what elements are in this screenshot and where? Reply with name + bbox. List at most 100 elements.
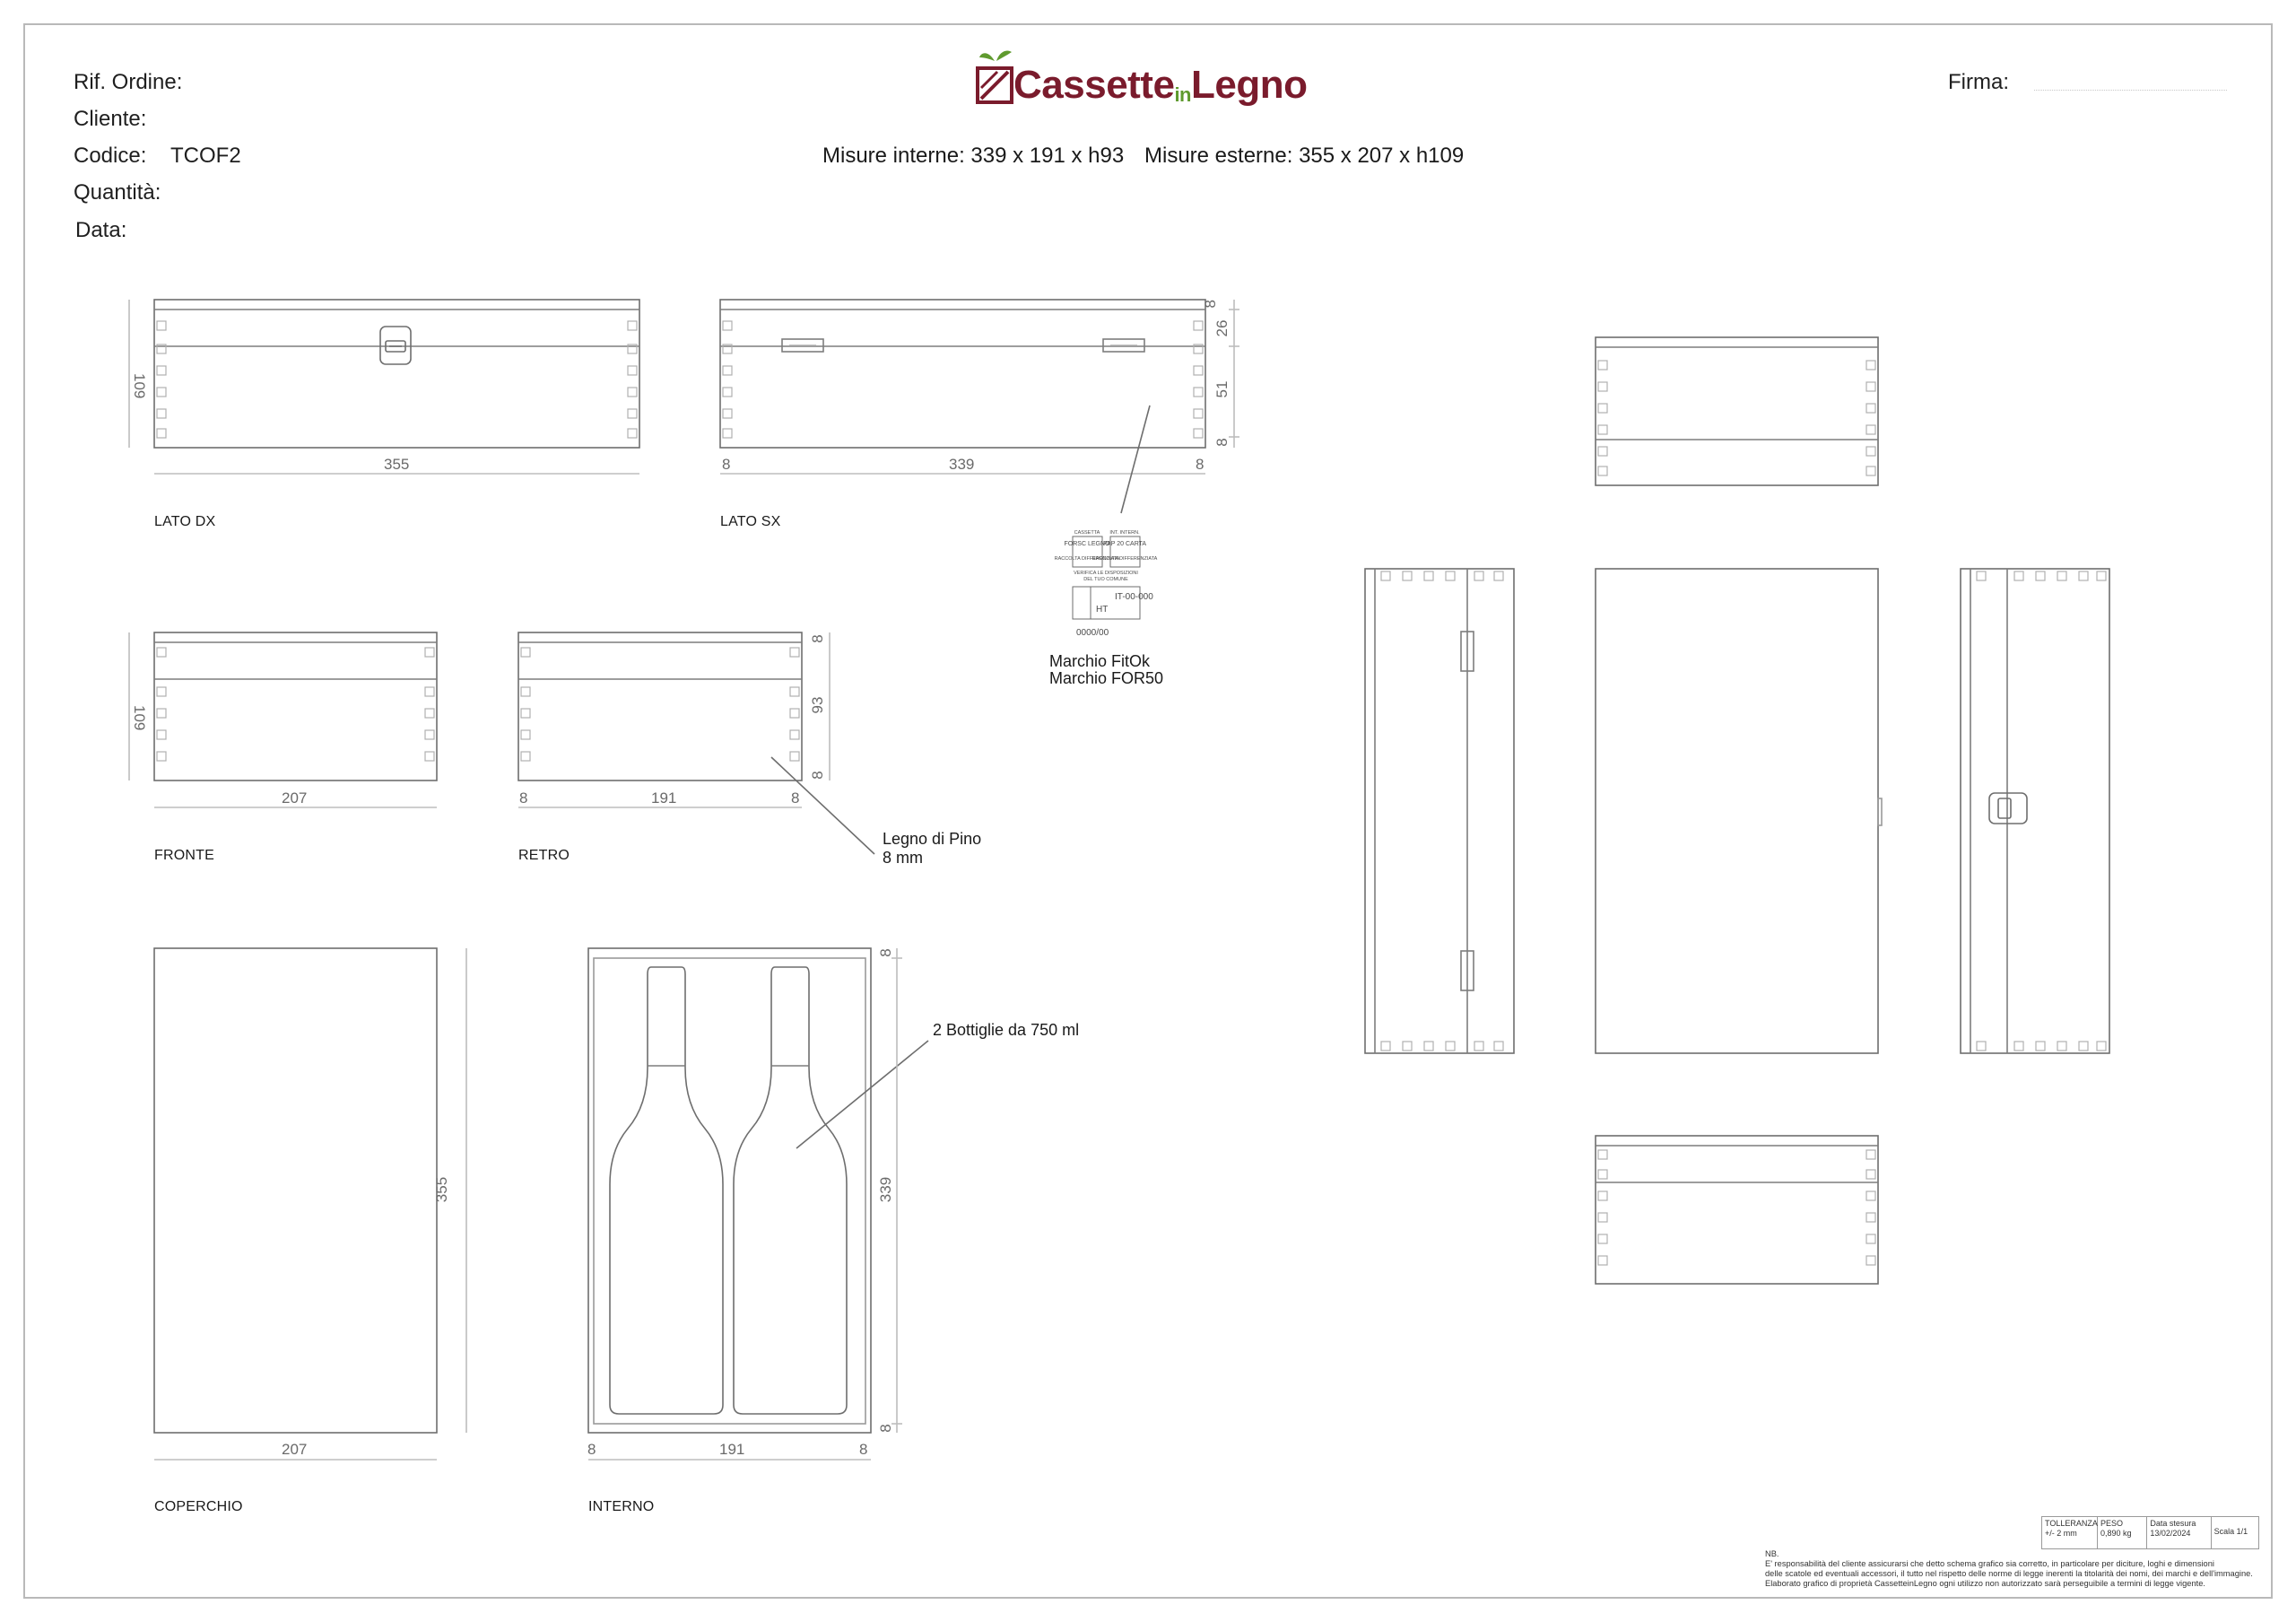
data-stesura-label: Data stesura [2150, 1519, 2196, 1528]
retro-dim-mid: 191 [651, 789, 676, 807]
stamp-b2: PAP 20 CARTA [1103, 541, 1146, 547]
coperchio-height-dim: 355 [433, 1177, 450, 1202]
latch-icon [1988, 792, 2028, 824]
data-stesura-cell: Data stesura 13/02/2024 [2147, 1517, 2212, 1548]
retro-dim-left: 8 [519, 789, 527, 807]
callout-marchio-for50: Marchio FOR50 [1049, 669, 1164, 687]
interno-vdim-1: 8 [877, 948, 894, 956]
view-label-lato-dx: LATO DX [154, 514, 216, 529]
lato-dx-width-dim: 355 [384, 456, 409, 473]
lato-sx-vdim-2: 26 [1213, 320, 1231, 337]
lato-sx-vdim-3: 51 [1213, 381, 1231, 398]
net-bottom-panel [1595, 1135, 1879, 1285]
view-coperchio [153, 947, 467, 1461]
interno-dim-right: 8 [859, 1441, 867, 1458]
net-center-panel [1595, 568, 1883, 1054]
hinge-icon [1460, 950, 1474, 991]
stamp-c2: DEL TUO COMUNE [1083, 577, 1128, 582]
codice-value: TCOF2 [170, 144, 241, 168]
view-label-coperchio: COPERCHIO [154, 1499, 243, 1514]
misure-interne: Misure interne: 339 x 191 x h93 [822, 144, 1125, 168]
stamp-b1: INT. INTERN. [1109, 530, 1140, 536]
fronte-width-dim: 207 [282, 789, 307, 807]
interno-vdim-2: 339 [877, 1177, 894, 1202]
lato-sx-dim-left: 8 [722, 456, 730, 473]
disclaimer-line-3: Elaborato grafico di proprietà Cassettei… [1765, 1579, 2205, 1588]
retro-dim-right: 8 [791, 789, 799, 807]
stamp-e1: 0000/00 [1076, 628, 1109, 638]
lato-sx-dim-mid: 339 [949, 456, 974, 473]
misure-esterne: Misure esterne: 355 x 207 x h109 [1144, 144, 1465, 168]
view-label-interno: INTERNO [588, 1499, 655, 1514]
scala-value: Scala 1/1 [2213, 1527, 2248, 1536]
callout-legno-spessore: 8 mm [883, 849, 923, 867]
lato-sx-dim-right: 8 [1196, 456, 1204, 473]
stamp-a3: RACCOLTA DIFFERENZIATA [1055, 556, 1120, 562]
bottle-leader-line [796, 1040, 929, 1149]
tolleranza-cell: TOLLERANZA +/- 2 mm [2042, 1517, 2098, 1548]
disclaimer-nb: NB. [1765, 1549, 1779, 1558]
quantita-label: Quantità: [74, 180, 161, 205]
lato-dx-height-dim: 109 [131, 373, 148, 398]
callout-marchio-fitok: Marchio FitOk [1049, 652, 1151, 670]
stamp-b3: RACCOLTA DIFFERENZIATA [1092, 556, 1158, 562]
stamp-leader-line [1120, 405, 1151, 514]
scala-cell: Scala 1/1 [2212, 1517, 2258, 1548]
peso-value: 0,890 kg [2100, 1529, 2132, 1538]
disclaimer-note: NB. E' responsabilità del cliente assicu… [1765, 1549, 2267, 1589]
hinge-icon [781, 338, 824, 353]
rif-ordine-label: Rif. Ordine: [74, 70, 183, 94]
logo-word-in: in [1174, 83, 1191, 106]
bottle-outline-2 [733, 966, 848, 1415]
cliente-label: Cliente: [74, 107, 147, 131]
logo-word-cassette: Cassette [1013, 63, 1175, 107]
view-retro [517, 632, 875, 855]
cassetteinlegno-logo: CassetteinLegno [976, 47, 1308, 111]
lato-sx-vdim-4: 8 [1213, 438, 1231, 446]
retro-vdim-2: 93 [809, 697, 826, 714]
logo-mark-icon [976, 50, 1013, 104]
wood-leader-line [770, 756, 875, 855]
logo-word-legno: Legno [1191, 63, 1308, 107]
stamp-a2: FORSC LEGNO [1065, 541, 1111, 547]
net-top-panel [1595, 336, 1879, 486]
bottle-outline-1 [609, 966, 724, 1415]
fitok-stamp [1072, 536, 1141, 620]
hinge-icon [1102, 338, 1145, 353]
codice-label: Codice: [74, 144, 147, 168]
data-label: Data: [75, 218, 127, 242]
peso-label: PESO [2100, 1519, 2124, 1528]
callout-legno-di-pino: Legno di Pino [883, 830, 982, 848]
stamp-c1: VERIFICA LE DISPOSIZIONI [1074, 571, 1138, 576]
fronte-height-dim: 109 [131, 705, 148, 730]
data-stesura-value: 13/02/2024 [2150, 1529, 2191, 1538]
signature-line [2034, 90, 2227, 91]
stamp-d1: IT-00-000 [1115, 592, 1153, 602]
drawing-sheet-border [23, 23, 2273, 1599]
disclaimer-line-2: delle scatole ed eventuali accessori, il… [1765, 1569, 2253, 1578]
interno-dim-mid: 191 [719, 1441, 744, 1458]
net-right-panel [1960, 568, 2110, 1054]
view-interno [587, 947, 929, 1461]
title-block: TOLLERANZA +/- 2 mm PESO 0,890 kg Data s… [2041, 1516, 2259, 1549]
view-fronte [128, 632, 438, 808]
stamp-a1: CASSETTA [1074, 530, 1100, 536]
latch-icon [379, 326, 412, 365]
tolleranza-value: +/- 2 mm [2045, 1529, 2077, 1538]
stamp-d2: HT [1096, 605, 1108, 615]
callout-bottiglie: 2 Bottiglie da 750 ml [933, 1021, 1080, 1039]
view-label-fronte: FRONTE [154, 848, 214, 863]
net-left-panel [1364, 568, 1515, 1054]
interno-dim-left: 8 [587, 1441, 596, 1458]
retro-vdim-3: 8 [809, 771, 826, 779]
interno-vdim-3: 8 [877, 1424, 894, 1432]
firma-label: Firma: [1948, 70, 2009, 94]
tolleranza-label: TOLLERANZA [2045, 1519, 2098, 1528]
view-label-lato-sx: LATO SX [720, 514, 781, 529]
view-label-retro: RETRO [518, 848, 570, 863]
disclaimer-line-1: E' responsabilità del cliente assicurars… [1765, 1559, 2214, 1568]
view-lato-sx [719, 299, 1239, 514]
retro-vdim-1: 8 [809, 634, 826, 642]
lato-sx-vdim-1: 8 [1202, 300, 1219, 308]
